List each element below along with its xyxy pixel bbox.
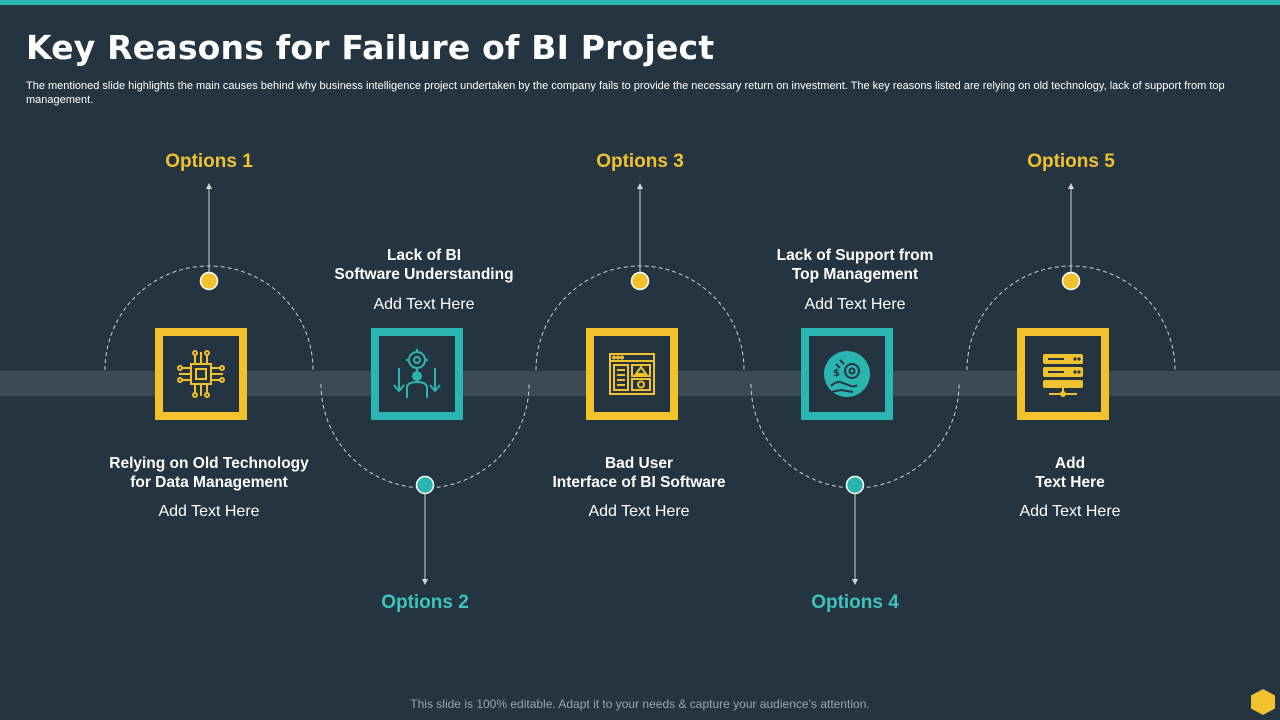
step-text-3: Add Text Here — [588, 503, 690, 520]
option-label-3: Options 3 — [596, 151, 684, 172]
hexagon-logo-icon — [1251, 689, 1275, 715]
step-text-4: Add Text Here — [804, 296, 906, 313]
step-heading-4: Lack of Support from Top Management — [740, 246, 970, 284]
step-heading-3: Bad User Interface of BI Software — [524, 454, 754, 492]
step-box-3 — [586, 328, 678, 420]
slide-footer: This slide is 100% editable. Adapt it to… — [410, 697, 870, 711]
dot-5 — [1061, 271, 1081, 291]
top-accent-bar — [0, 0, 1280, 5]
option-label-4: Options 4 — [811, 592, 899, 613]
dashboard-window-icon — [609, 353, 655, 395]
slide-subtitle: The mentioned slide highlights the main … — [26, 80, 1225, 106]
dot-3 — [630, 271, 650, 291]
option-label-1: Options 1 — [165, 151, 253, 172]
server-icon — [1043, 354, 1083, 397]
dot-1 — [199, 271, 219, 291]
step-heading-5-line2: Text Here — [1035, 474, 1105, 491]
slide-title: Key Reasons for Failure of BI Project — [26, 28, 715, 67]
step-text-1: Add Text Here — [158, 503, 260, 520]
step-heading-2-line2: Software Understanding — [334, 266, 514, 283]
step-heading-3-line1: Bad User — [604, 455, 674, 472]
step-text-2: Add Text Here — [373, 296, 475, 313]
step-box-1 — [155, 328, 247, 420]
step-heading-5: Add Text Here — [955, 454, 1185, 492]
step-heading-3-line2: Interface of BI Software — [552, 474, 726, 491]
dot-4 — [845, 475, 865, 495]
step-box-2 — [371, 328, 463, 420]
dot-2 — [415, 475, 435, 495]
svg-text:$: $ — [833, 368, 840, 379]
step-heading-4-line1: Lack of Support from — [776, 247, 934, 264]
step-box-4: $ — [801, 328, 893, 420]
person-gear-icon — [393, 349, 441, 398]
circuit-chip-icon — [177, 350, 225, 398]
money-hand-icon: $ — [824, 351, 870, 397]
step-heading-1: Relying on Old Technology for Data Manag… — [94, 454, 324, 492]
step-text-5: Add Text Here — [1019, 503, 1121, 520]
step-heading-1-line1: Relying on Old Technology — [109, 455, 309, 472]
step-heading-4-line2: Top Management — [791, 266, 919, 283]
step-heading-1-line2: for Data Management — [130, 474, 288, 491]
step-heading-2: Lack of BI Software Understanding — [309, 246, 539, 284]
step-heading-5-line1: Add — [1054, 455, 1086, 472]
option-label-5: Options 5 — [1027, 151, 1115, 172]
step-box-5 — [1017, 328, 1109, 420]
option-label-2: Options 2 — [381, 592, 469, 613]
step-heading-2-line1: Lack of BI — [386, 247, 462, 264]
